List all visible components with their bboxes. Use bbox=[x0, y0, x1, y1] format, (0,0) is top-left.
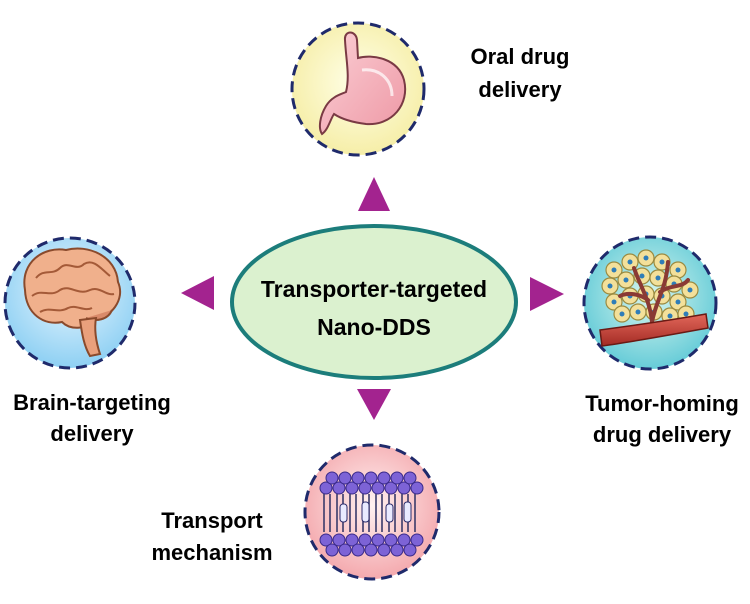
label-oral-line1: Oral drug bbox=[470, 44, 570, 69]
cell-membrane-icon bbox=[319, 471, 424, 557]
center-ellipse bbox=[230, 224, 518, 380]
label-brain-line1: Brain-targeting bbox=[13, 390, 171, 415]
node-left-brain bbox=[3, 236, 137, 370]
label-oral-line2: delivery bbox=[478, 77, 562, 102]
center-title-line2: Nano-DDS bbox=[317, 314, 431, 340]
label-transport-line1: Transport bbox=[161, 508, 263, 533]
center-title-line1: Transporter-targeted bbox=[260, 276, 488, 302]
brain-icon bbox=[23, 247, 121, 358]
label-transport-line2: mechanism bbox=[151, 540, 273, 565]
label-tumor-line1: Tumor-homing bbox=[585, 391, 739, 416]
label-tumor-line2: drug delivery bbox=[592, 422, 732, 447]
arrow-left bbox=[181, 276, 214, 310]
arrow-down bbox=[357, 389, 391, 420]
label-brain-line2: delivery bbox=[50, 421, 134, 446]
stomach-icon bbox=[318, 31, 407, 136]
node-top-oral bbox=[290, 21, 426, 157]
arrow-right bbox=[530, 277, 564, 311]
node-right-tumor bbox=[582, 235, 718, 371]
node-bottom-membrane bbox=[303, 443, 441, 581]
arrow-up bbox=[358, 177, 390, 211]
tumor-vessel-icon bbox=[599, 249, 709, 347]
